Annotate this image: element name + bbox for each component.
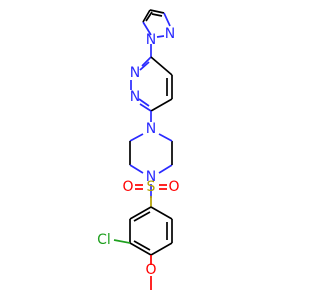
bond-pd-c6-n1 [141,56,152,67]
atom-cl-text: Cl [97,232,111,248]
bond-bz-c3-c4 [129,242,152,256]
atom-o-methoxy: O [145,262,156,278]
bond-pz-c4-c3 [149,9,165,14]
atom-o-methoxy-text: O [145,262,156,278]
bond-bz-c6-c1 [150,206,173,220]
bond-bz-c3-c4-double [133,240,151,251]
atom-n-piperazine-2: N [146,169,156,185]
atom-o-sulfonyl-left: O [122,179,133,195]
atom-o-sulfonyl-right-text: O [168,179,179,195]
bond-pz-n1-c5 [142,21,152,36]
atom-cl: Cl [97,232,111,248]
bond-pz-n2-n1 [156,35,165,38]
atom-n-pyrazole-1-text: N [146,32,156,48]
bond-bz-c4-c5 [150,242,173,256]
atom-n-piperazine-1-text: N [146,121,156,137]
atom-n-pyrazole-1: N [146,32,156,48]
atom-o-sulfonyl-left-text: O [122,179,133,195]
atom-n-pyridazine-2: N [130,89,140,105]
bond-pd-c3-c4 [150,98,173,112]
bond-bz-c1-c2 [129,206,152,220]
atom-n-pyrazole-2: N [165,26,175,42]
atom-label-layer: N N N N N N S O O Cl O [97,26,179,278]
bond-bz-cl [113,239,131,244]
bond-pd-n2-c3-double [138,98,150,107]
bond-pip-c3-n4 [129,164,144,174]
atom-s-sulfonyl-text: S [147,179,156,195]
bond-pip-n4-c5 [158,164,173,174]
bond-pz-c3-n2 [163,12,171,27]
atom-n-piperazine-2-text: N [146,169,156,185]
molecule-structure-diagram: N N N N N N S O O Cl O [97,9,180,290]
atom-n-pyrazole-2-text: N [165,26,175,42]
bond-pd-n2-c3 [139,103,152,112]
atom-n-pyridazine-1: N [130,65,140,81]
bond-pz-c4-c3-double [151,13,163,17]
atom-o-sulfonyl-right: O [168,179,179,195]
atom-n-piperazine-1: N [146,121,156,137]
bond-bz-c1-c2-double [133,211,151,222]
bond-pip-c6-n1 [158,133,173,142]
bond-pd-c6-n1-double [139,61,150,71]
atom-s-sulfonyl: S [147,179,156,195]
bond-pz-c5-c4-inner [145,11,153,22]
bond-pz-c5-c4 [142,9,151,23]
atom-n-pyridazine-1-text: N [130,65,140,81]
bond-layer [113,9,173,290]
atom-n-pyridazine-2-text: N [130,89,140,105]
bond-pip-n1-c2 [129,133,144,142]
bond-pd-c5-c6 [150,56,173,76]
